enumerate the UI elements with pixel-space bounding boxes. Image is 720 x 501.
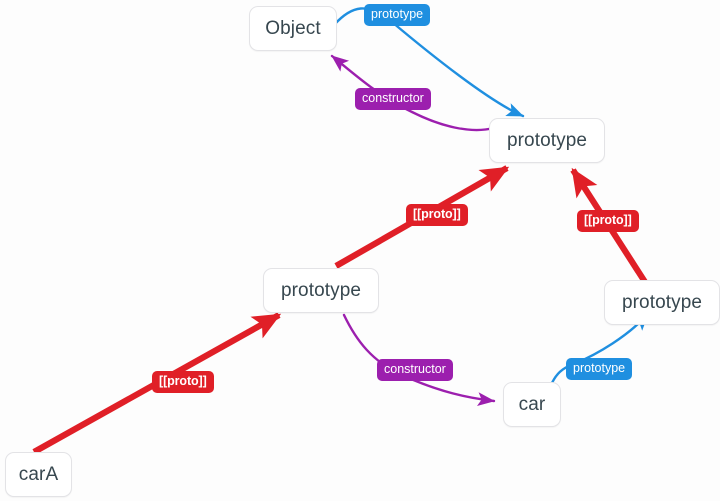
edge-label-text: prototype [573,361,626,375]
edge-label-text: prototype [371,7,424,21]
edge-object-to-object-prototype [332,7,525,118]
node-object-prototype-label: prototype [506,129,588,151]
edge-label-prototype-car[interactable]: prototype [566,358,633,380]
edge-label-proto-fn-prototype[interactable]: [[proto]] [577,210,639,232]
edge-label-proto-cara[interactable]: [[proto]] [152,371,214,393]
edge-label-constructor-object[interactable]: constructor [355,88,431,110]
edge-label-text: [[proto]] [413,207,461,221]
edge-label-text: constructor [384,362,446,376]
node-car-prototype-label: prototype [280,279,362,301]
edge-label-text: [[proto]] [584,213,632,227]
node-cara[interactable]: carA [5,452,72,497]
edge-label-text: constructor [362,91,424,105]
edge-label-prototype-object[interactable]: prototype [364,4,431,26]
edge-object-prototype-to-object [330,54,496,132]
edge-car-prototype-to-car [342,313,496,407]
node-object-prototype[interactable]: prototype [489,118,605,163]
node-car-prototype[interactable]: prototype [263,268,379,313]
node-object-label: Object [265,17,321,39]
node-fn-prototype[interactable]: prototype [604,280,720,325]
edge-label-text: [[proto]] [159,374,207,388]
node-car[interactable]: car [503,382,561,427]
edge-label-constructor-car[interactable]: constructor [377,359,453,381]
node-cara-label: carA [18,463,59,485]
node-fn-prototype-label: prototype [621,291,703,313]
edge-label-proto-car-prototype[interactable]: [[proto]] [406,204,468,226]
node-object[interactable]: Object [249,6,337,51]
node-car-label: car [518,393,546,415]
